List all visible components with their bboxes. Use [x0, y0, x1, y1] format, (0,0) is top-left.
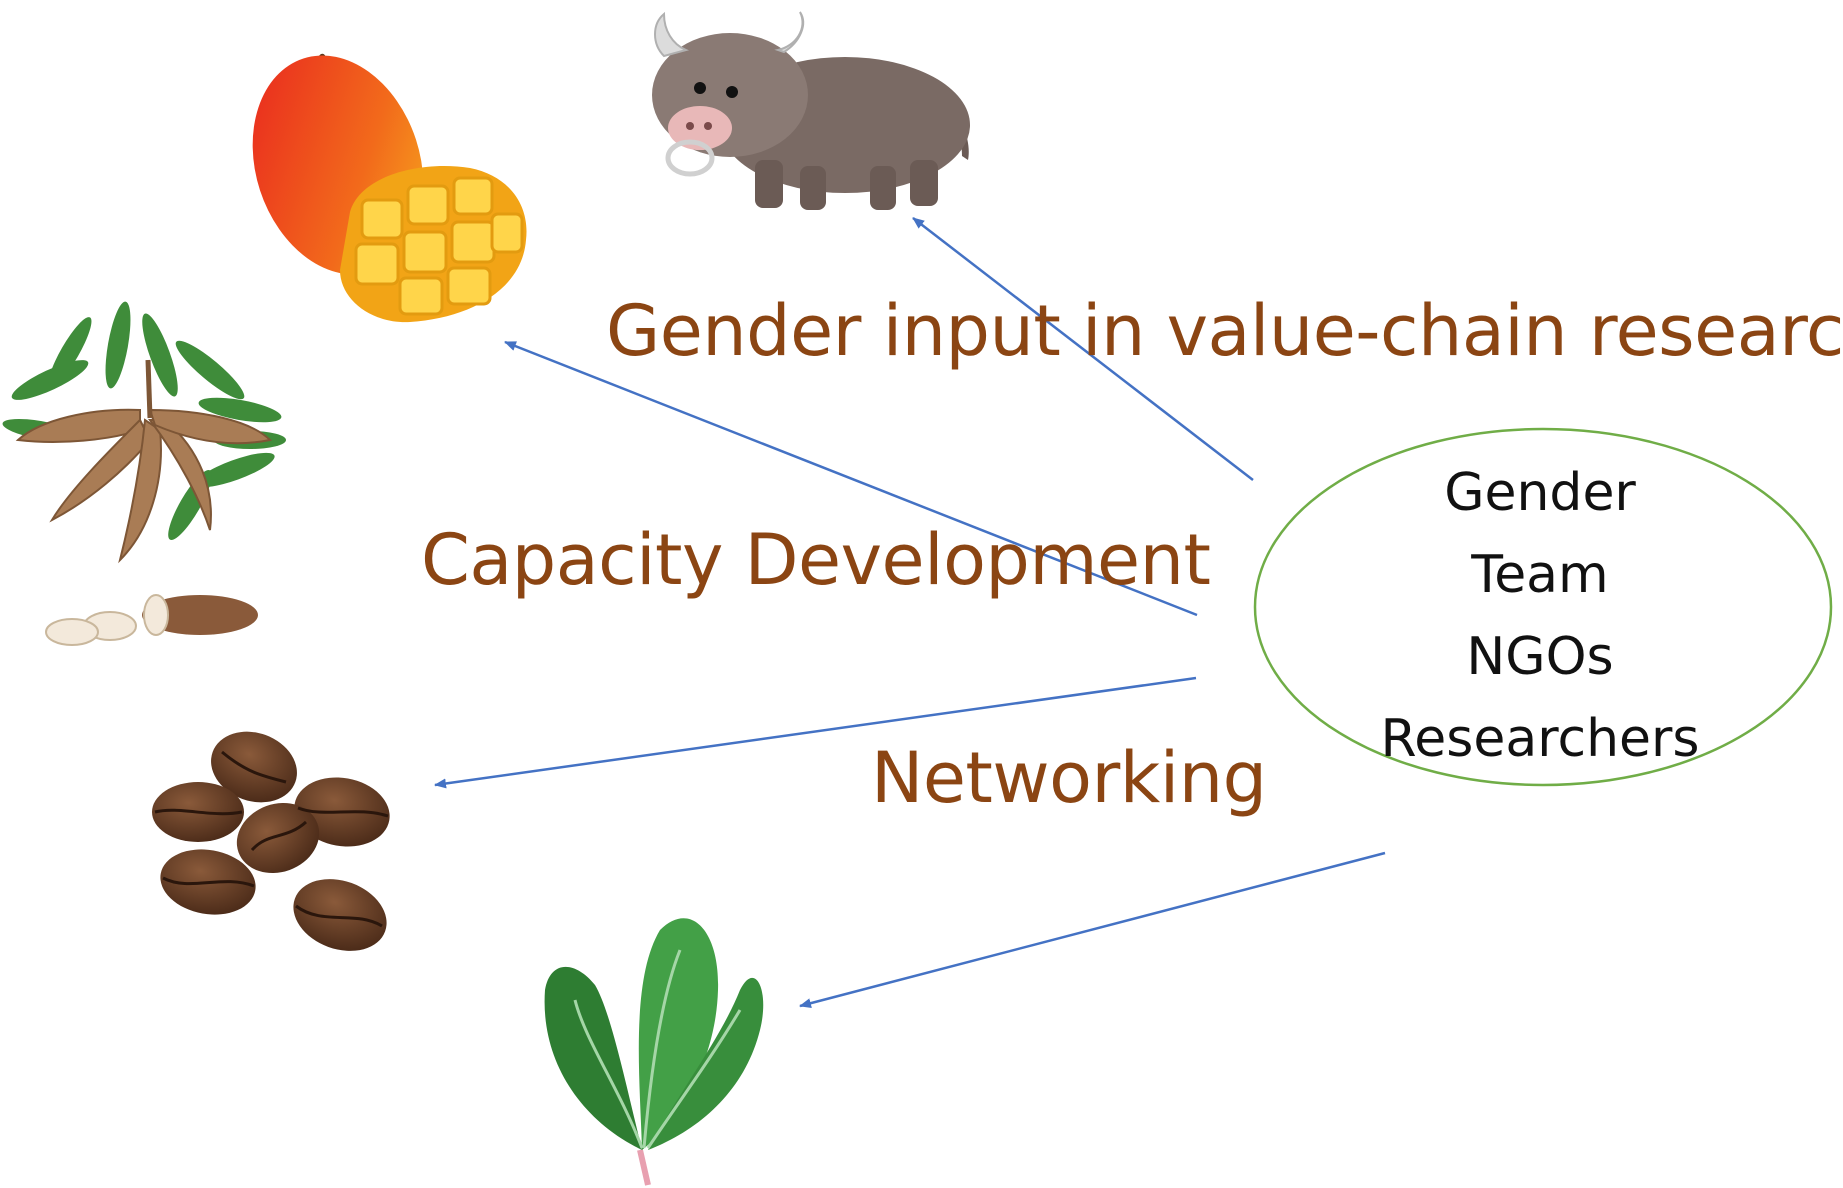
cattle-icon — [652, 11, 970, 210]
hub-text: Gender Team NGOs Researchers — [1275, 452, 1805, 780]
networking-label: Networking — [871, 737, 1267, 819]
hub-ellipse — [1253, 427, 1833, 787]
arrows — [434, 217, 1386, 1009]
arrow-to-mango — [504, 340, 1198, 617]
value-chain-label: Gender input in value-chain research — [606, 290, 1843, 372]
hub-line-ngos: NGOs — [1466, 627, 1614, 687]
cassava-icon — [2, 301, 286, 646]
leafy-greens-icon — [544, 918, 764, 1186]
coffee-beans-icon — [152, 731, 390, 951]
arrow-to-cattle — [912, 217, 1254, 481]
hub-line-gender: Gender — [1444, 463, 1636, 523]
hub-line-researchers: Researchers — [1380, 709, 1700, 769]
mango-icon — [252, 53, 527, 323]
arrow-to-coffee — [434, 676, 1197, 789]
hub-line-team: Team — [1471, 545, 1609, 605]
arrow-to-greens — [799, 851, 1386, 1009]
capacity-development-label: Capacity Development — [421, 519, 1211, 601]
